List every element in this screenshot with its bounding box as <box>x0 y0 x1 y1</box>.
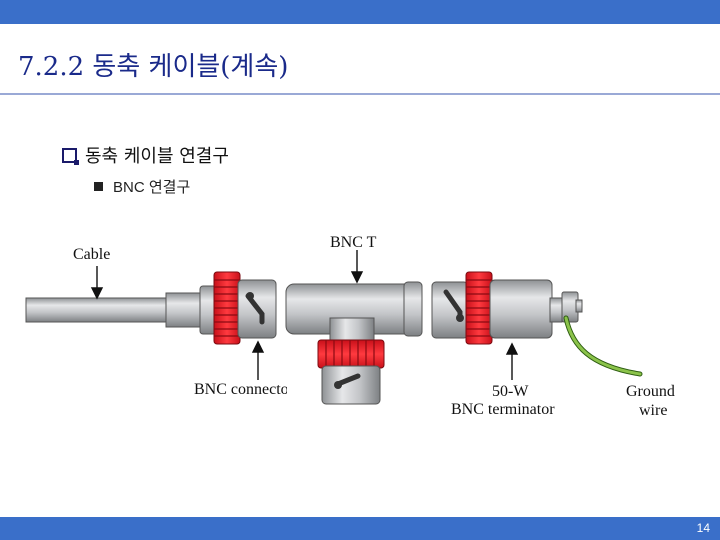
top-bar <box>0 0 720 24</box>
label-ground: Ground <box>626 383 675 400</box>
page-title: 7.2.2 동축 케이블(계속) <box>18 52 289 82</box>
callout-arrows <box>90 250 519 380</box>
bnc-t <box>285 281 423 405</box>
label-bnc-t: BNC T <box>330 234 377 251</box>
label-wire: wire <box>639 402 667 419</box>
label-bnc-connector: BNC connector <box>194 381 295 398</box>
cable <box>25 285 217 335</box>
checkbox-bullet-icon <box>62 147 79 165</box>
page-number: 14 <box>696 521 710 535</box>
bnc-terminator <box>431 271 583 345</box>
bnc-connector <box>213 271 277 345</box>
bottom-bar <box>0 517 720 540</box>
bullet-level1: 동축 케이블 연결구 <box>62 142 229 168</box>
square-bullet-icon <box>94 182 103 191</box>
label-cable: Cable <box>73 246 110 263</box>
title-divider <box>0 93 720 95</box>
label-50-ohm: 50-W <box>492 383 529 400</box>
label-bnc-terminator: BNC terminator <box>451 401 555 418</box>
bullet-level2: BNC 연결구 <box>94 176 190 197</box>
label-crop-mask <box>287 378 321 400</box>
bullet-level2-text: BNC 연결구 <box>113 179 191 196</box>
bullet-level1-text: 동축 케이블 연결구 <box>85 146 229 167</box>
